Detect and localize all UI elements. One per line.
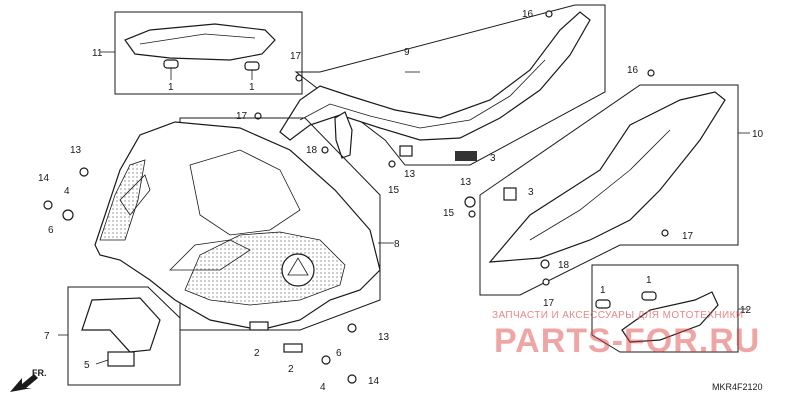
screw-part — [43, 200, 53, 210]
callout-5: 5 — [84, 360, 90, 371]
callout-2: 2 — [288, 364, 294, 375]
callout-11: 11 — [92, 48, 103, 59]
callout-17: 17 — [543, 298, 555, 309]
inner-cover-part — [279, 11, 591, 141]
grommet-part — [163, 59, 179, 69]
callout-6: 6 — [48, 225, 54, 236]
grommet-part — [595, 299, 611, 309]
bolt-part — [542, 278, 550, 286]
callout-17: 17 — [290, 51, 302, 62]
clip-part — [540, 259, 550, 269]
emblem-part — [455, 151, 477, 161]
lower-cover-part — [81, 297, 161, 353]
group-box-7 — [58, 286, 181, 386]
mirror-cover-part — [124, 23, 276, 61]
clip-part — [464, 196, 476, 208]
pad-part — [249, 321, 269, 331]
pad-part — [503, 187, 517, 201]
callout-16: 16 — [522, 9, 534, 20]
callout-18: 18 — [558, 260, 570, 271]
diagram-code: MKR4F2120 — [712, 382, 763, 392]
callout-1: 1 — [249, 82, 255, 93]
callout-17: 17 — [236, 111, 248, 122]
front-direction-arrow-icon — [10, 374, 38, 392]
clip-part — [321, 146, 329, 154]
callout-1: 1 — [600, 285, 606, 296]
clip-part — [388, 160, 396, 168]
callout-13: 13 — [70, 145, 82, 156]
callout-4: 4 — [320, 382, 326, 393]
callout-3: 3 — [528, 187, 534, 198]
mirror-cover-part — [621, 291, 719, 343]
callout-1: 1 — [168, 82, 174, 93]
grommet-part — [244, 61, 260, 71]
clip-part — [468, 210, 476, 218]
callout-14: 14 — [38, 173, 50, 184]
callout-3: 3 — [490, 153, 496, 164]
callout-16: 16 — [627, 65, 639, 76]
clip-part — [347, 323, 357, 333]
pad-part — [283, 343, 303, 353]
callout-15: 15 — [388, 185, 400, 196]
direction-label: FR. — [32, 368, 47, 378]
inner-panel-9 — [279, 4, 606, 166]
bolt-part — [295, 74, 303, 82]
callout-8: 8 — [394, 239, 400, 250]
bolt-part — [545, 10, 553, 18]
grommet-part — [321, 355, 331, 365]
callout-14: 14 — [368, 376, 380, 387]
pad-part — [399, 145, 413, 157]
bolt-part — [661, 229, 669, 237]
bracket-part — [334, 111, 353, 159]
callout-13: 13 — [460, 177, 472, 188]
watermark-logo: PARTS-FOR.RU — [494, 322, 760, 360]
side-panel-part — [488, 91, 726, 263]
clip-part — [79, 167, 89, 177]
callout-4: 4 — [64, 186, 70, 197]
callout-6: 6 — [336, 348, 342, 359]
right-panel-10 — [479, 84, 750, 296]
callout-2: 2 — [254, 348, 260, 359]
grommet-part — [62, 209, 74, 221]
bolt-part — [647, 69, 655, 77]
callout-13: 13 — [404, 169, 416, 180]
callout-13: 13 — [378, 332, 390, 343]
callout-1: 1 — [646, 275, 652, 286]
callout-10: 10 — [752, 129, 764, 140]
callout-12: 12 — [740, 305, 752, 316]
pad-part — [107, 351, 135, 367]
callout-7: 7 — [44, 331, 50, 342]
wing-emblem — [281, 253, 315, 287]
watermark-tagline: ЗАПЧАСТИ И АКСЕССУАРЫ ДЛЯ МОТОТЕХНИКИ — [492, 310, 743, 321]
group-box-11 — [100, 11, 303, 95]
callout-9: 9 — [404, 47, 410, 58]
callout-17: 17 — [682, 231, 694, 242]
callout-15: 15 — [443, 208, 455, 219]
callout-18: 18 — [306, 145, 318, 156]
grommet-part — [641, 291, 657, 301]
screw-part — [347, 374, 357, 384]
group-box-12 — [591, 264, 748, 353]
